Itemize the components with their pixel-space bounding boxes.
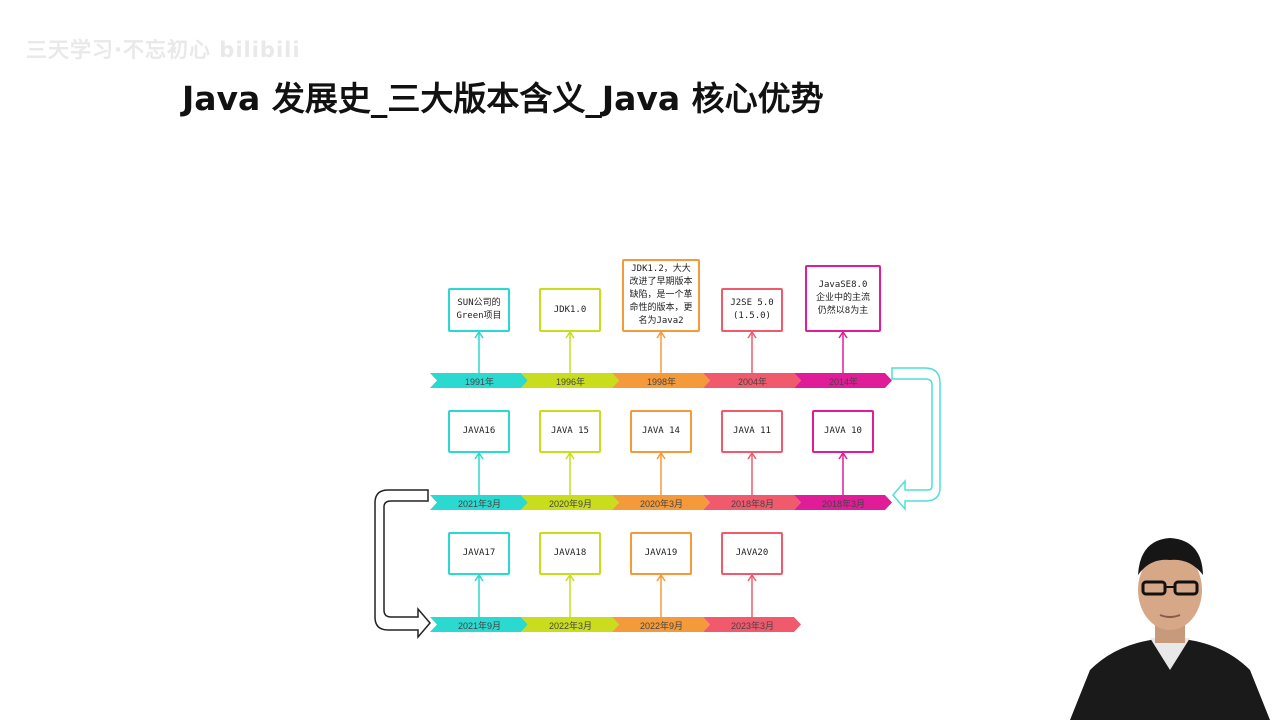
year-label: 2021年3月 xyxy=(457,499,502,509)
timeline-band-segment xyxy=(794,373,892,388)
milestone-label: JavaSE8.0 企业中的主流 仍然以8为主 xyxy=(815,280,870,316)
milestone-label: JAVA 14 xyxy=(642,426,680,436)
year-label: 2023年3月 xyxy=(730,621,775,631)
timeline-band-segment xyxy=(430,495,528,510)
year-label: 2020年9月 xyxy=(548,499,593,509)
milestone-box: J2SE 5.0 (1.5.0) xyxy=(721,288,783,332)
milestone-label: JAVA 15 xyxy=(551,426,589,436)
timeline-band-segment xyxy=(521,617,619,632)
loop-connector-2 xyxy=(374,489,431,640)
milestone-label: JAVA 10 xyxy=(824,426,862,436)
timeline-band-segment xyxy=(521,373,619,388)
milestone-box: JDK1.2，大大 改进了早期版本 缺陷，是一个革 命性的版本，更 名为Java… xyxy=(622,259,700,332)
milestone-label: JDK1.2，大大 改进了早期版本 缺陷，是一个革 命性的版本，更 名为Java… xyxy=(629,264,693,326)
timeline-band-segment xyxy=(703,495,801,510)
connector-arrow xyxy=(838,330,848,339)
connector-arrow xyxy=(565,451,575,460)
milestone-label: JAVA16 xyxy=(462,426,496,436)
year-label: 2018年8月 xyxy=(730,499,775,509)
connector-arrow xyxy=(474,451,484,460)
year-label: 2018年3月 xyxy=(821,499,866,509)
year-label: 1998年 xyxy=(646,377,677,387)
connector-arrow xyxy=(838,451,848,460)
milestone-box: SUN公司的 Green项目 xyxy=(448,288,510,332)
connector-arrow xyxy=(656,451,666,460)
timeline-band-segment xyxy=(612,373,710,388)
timeline-band-segment xyxy=(612,495,710,510)
milestone-box: JAVA 11 xyxy=(721,410,783,453)
milestone-label: JAVA19 xyxy=(644,548,678,558)
milestone-box: JAVA 15 xyxy=(539,410,601,453)
year-label: 2021年9月 xyxy=(457,621,502,631)
presenter-webcam xyxy=(1070,538,1270,720)
milestone-label: JDK1.0 xyxy=(553,304,587,315)
connector-arrow xyxy=(747,451,757,460)
timeline-band-segment xyxy=(430,373,528,388)
timeline-band-segment xyxy=(794,495,892,510)
timeline-band-segment xyxy=(430,617,528,632)
connector-arrow xyxy=(747,573,757,582)
milestone-box: JAVA 14 xyxy=(630,410,692,453)
timeline-band-segment xyxy=(612,617,710,632)
milestone-label: JAVA17 xyxy=(462,548,496,558)
milestone-box: JavaSE8.0 企业中的主流 仍然以8为主 xyxy=(805,265,881,332)
milestone-box: JDK1.0 xyxy=(539,288,601,332)
milestone-label: J2SE 5.0 (1.5.0) xyxy=(730,298,774,321)
milestone-label: SUN公司的 Green项目 xyxy=(456,298,502,321)
connector-arrow xyxy=(656,330,666,339)
connector-arrow xyxy=(565,573,575,582)
timeline-band-segment xyxy=(521,495,619,510)
milestone-box: JAVA17 xyxy=(448,532,510,575)
connector-arrow xyxy=(656,573,666,582)
connector-arrow xyxy=(474,330,484,339)
milestone-box: JAVA19 xyxy=(630,532,692,575)
year-label: 1996年 xyxy=(555,377,586,387)
year-label: 2004年 xyxy=(737,377,768,387)
bilibili-watermark: 三天学习·不忘初心 bilibili xyxy=(26,38,301,62)
connector-arrow xyxy=(565,330,575,339)
year-label: 2022年9月 xyxy=(639,621,684,631)
connector-arrow xyxy=(747,330,757,339)
year-label: 2014年 xyxy=(828,377,859,387)
milestone-label: JAVA20 xyxy=(735,548,769,558)
milestone-box: JAVA20 xyxy=(721,532,783,575)
year-label: 2020年3月 xyxy=(639,499,684,509)
timeline-band-segment xyxy=(703,617,801,632)
connector-arrow xyxy=(474,573,484,582)
milestone-label: JAVA 11 xyxy=(733,426,771,436)
milestone-box: JAVA16 xyxy=(448,410,510,453)
milestone-box: JAVA18 xyxy=(539,532,601,575)
loop-connector-1 xyxy=(891,367,941,512)
year-label: 1991年 xyxy=(464,377,495,387)
milestone-label: JAVA18 xyxy=(553,548,587,558)
timeline-band-segment xyxy=(703,373,801,388)
page-title: Java 发展史_三大版本含义_Java 核心优势 xyxy=(182,79,824,118)
milestone-box: JAVA 10 xyxy=(812,410,874,453)
year-label: 2022年3月 xyxy=(548,621,593,631)
